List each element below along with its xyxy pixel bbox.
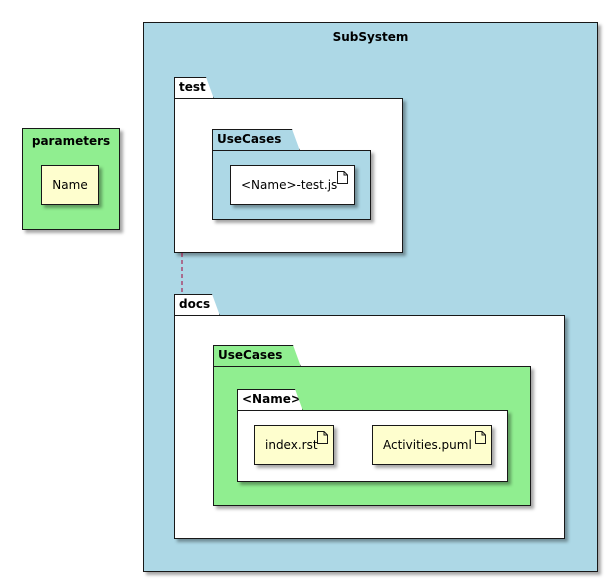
subsystem-title: SubSystem [332,30,409,44]
test-usecases-folder-tab: UseCases [212,129,300,151]
docs-folder-tab: docs [174,294,220,316]
activities-puml-label: Activities.puml [383,438,472,452]
test-file-artifact: <Name>-test.js [230,165,355,205]
name-folder-label: <Name> [242,392,301,406]
parameter-name-item: Name [41,165,99,205]
name-folder-tab: <Name> [237,389,303,411]
activities-puml-artifact: Activities.puml [372,425,492,465]
test-usecases-label: UseCases [217,132,282,146]
index-rst-label: index.rst [265,438,318,452]
docs-usecases-folder-tab: UseCases [213,345,301,367]
test-folder-label: test [179,80,206,94]
index-rst-artifact: index.rst [254,425,334,465]
document-icon [317,431,328,444]
document-icon [475,431,486,444]
test-docs-link [181,253,183,293]
parameters-box: parameters Name [22,128,120,230]
parameters-title: parameters [31,134,111,148]
parameter-name-label: Name [52,178,88,192]
document-icon [337,171,348,184]
test-folder-tab: test [174,77,214,99]
test-file-label: <Name>-test.js [241,178,338,192]
docs-folder-label: docs [179,297,211,311]
docs-usecases-label: UseCases [218,348,283,362]
